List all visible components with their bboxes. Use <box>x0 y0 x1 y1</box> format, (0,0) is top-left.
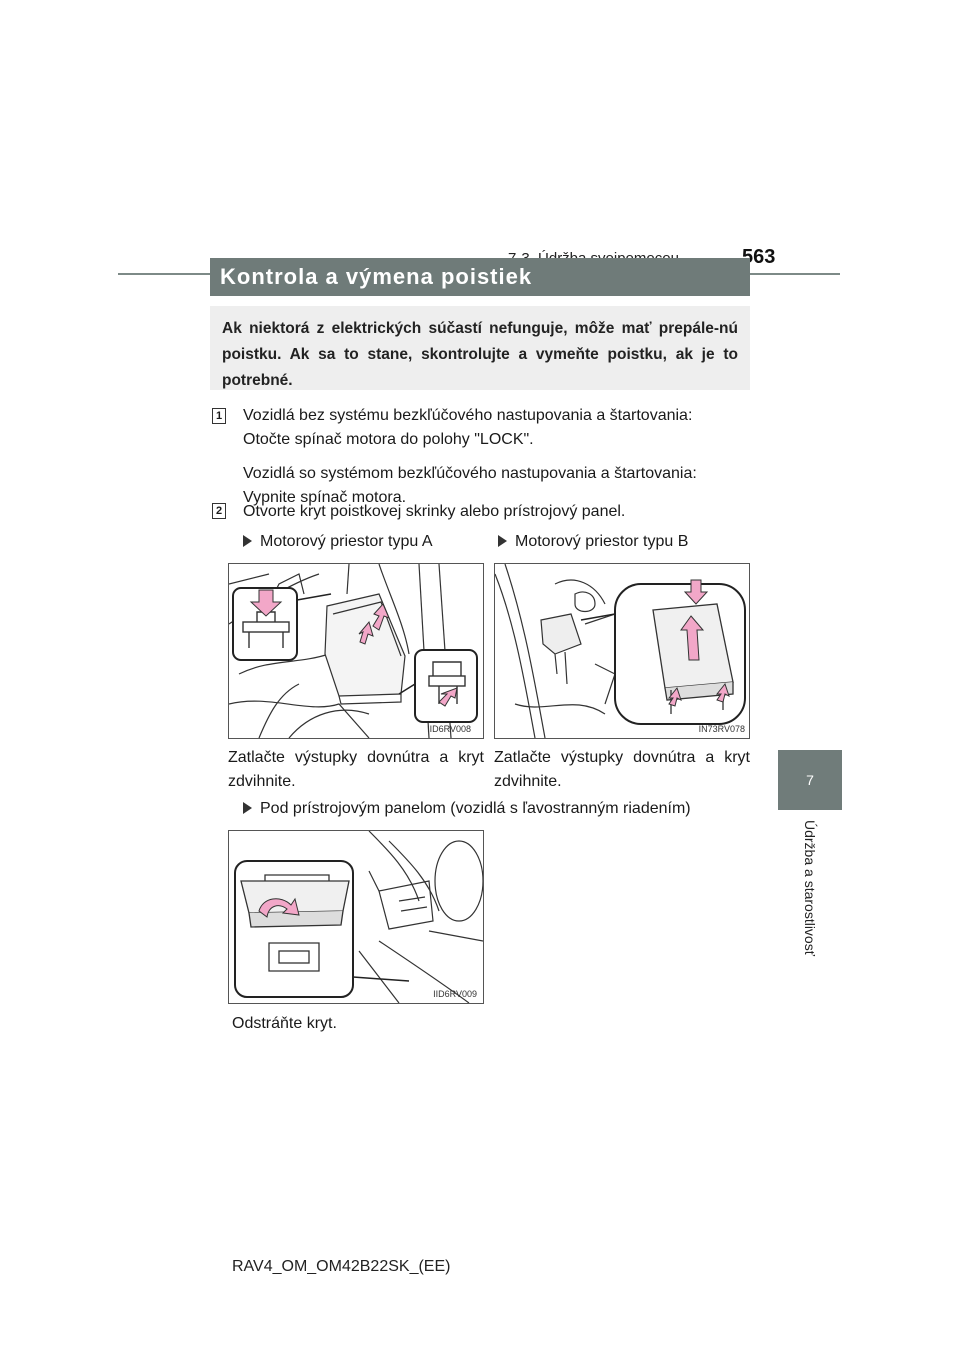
figure-b-heading-text: Motorový priestor typu B <box>515 533 689 550</box>
chapter-tab-number: 7 <box>806 772 814 788</box>
instrument-panel-illustration <box>234 831 483 1003</box>
triangle-bullet-icon <box>243 535 252 547</box>
step-1-line-1: Vozidlá bez systému bezkľúčového nastupo… <box>243 407 693 424</box>
page-number: 563 <box>742 246 776 268</box>
figure-c-caption: Odstráňte kryt. <box>232 1015 337 1032</box>
chapter-side-label: Údržba a starostlivosť <box>800 820 820 980</box>
step-1-line-2: Otočte spínač motora do polohy "LOCK". <box>243 431 534 448</box>
triangle-bullet-icon <box>498 535 507 547</box>
section-title: Kontrola a výmena poistiek <box>210 258 750 296</box>
triangle-bullet-icon <box>243 802 252 814</box>
figure-a-heading: Motorový priestor typu A <box>243 530 433 554</box>
figure-c-heading-text: Pod prístrojovým panelom (vozidlá s ľavo… <box>260 800 691 817</box>
engine-compartment-b-illustration <box>495 564 746 738</box>
figure-under-instrument-panel: IID6RV009 <box>228 830 484 1004</box>
intro-text: Ak niektorá z elektrických súčastí nefun… <box>222 320 738 389</box>
step-1-line-3: Vozidlá so systémom bezkľúčového nastupo… <box>243 465 697 482</box>
step-1-line-4: Vypnite spínač motora. <box>243 489 407 506</box>
chapter-tab: 7 <box>778 750 842 810</box>
step-badge-2: 2 <box>212 503 226 519</box>
figure-a-caption: Zatlačte výstupky dovnútra a kryt zdvihn… <box>228 749 484 790</box>
intro-box: Ak niektorá z elektrických súčastí nefun… <box>210 306 750 390</box>
figure-c-code: IID6RV009 <box>433 989 477 999</box>
step-2-text: Otvorte kryt poistkovej skrinky alebo pr… <box>243 500 753 524</box>
chapter-side-label-text: Údržba a starostlivosť <box>802 820 818 956</box>
figure-b-code: IN73RV078 <box>698 724 745 734</box>
step-2-line-1: Otvorte kryt poistkovej skrinky alebo pr… <box>243 503 626 520</box>
figure-engine-compartment-b: IN73RV078 <box>494 563 750 739</box>
document-code-footer: RAV4_OM_OM42B22SK_(EE) <box>232 1258 451 1275</box>
figure-engine-compartment-a: IID6RV008 <box>228 563 484 739</box>
figure-a-code: IID6RV008 <box>427 724 471 734</box>
figure-b-heading: Motorový priestor typu B <box>498 530 688 554</box>
figure-b-caption: Zatlačte výstupky dovnútra a kryt zdvihn… <box>494 749 750 790</box>
engine-compartment-a-illustration <box>229 564 478 738</box>
section-title-text: Kontrola a výmena poistiek <box>220 264 533 289</box>
figure-c-heading: Pod prístrojovým panelom (vozidlá s ľavo… <box>243 797 691 821</box>
figure-a-heading-text: Motorový priestor typu A <box>260 533 433 550</box>
step-1-text: Vozidlá bez systému bezkľúčového nastupo… <box>243 404 753 510</box>
step-badge-1: 1 <box>212 408 226 424</box>
